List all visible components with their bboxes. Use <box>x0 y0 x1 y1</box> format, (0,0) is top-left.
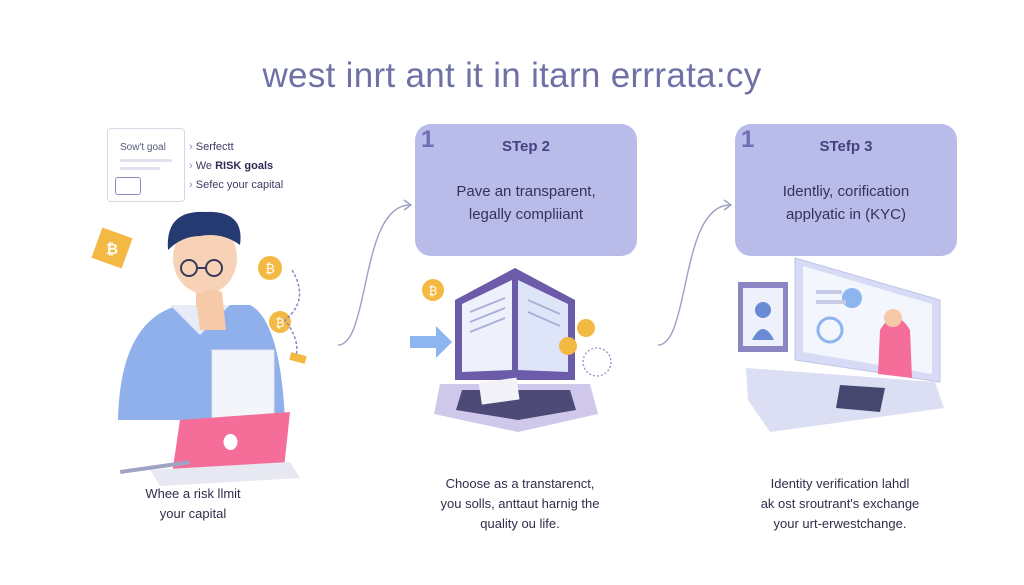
goal-item-highlight: RISK goals <box>215 160 274 172</box>
goal-list: Serfectt We RISK goals Sefec your capita… <box>189 138 283 195</box>
caption-line: quality ou life. <box>480 516 560 531</box>
bitcoin-coin-icon: ₿ <box>269 311 291 333</box>
goal-item: Sefec your capital <box>189 176 283 195</box>
caption-line: Whee a risk llmit <box>145 486 241 501</box>
step-title: STep 2 <box>501 138 551 155</box>
goal-card-line <box>120 159 172 162</box>
goal-card-label: Sow't goal <box>120 142 166 153</box>
step-3-caption: Identity verification lahdl ak ost srout… <box>735 474 945 534</box>
apple-logo-icon <box>223 434 238 450</box>
page-title: west inrt ant it in itarn errrata:cy <box>262 56 762 95</box>
caption-line: your urt-erwestchange. <box>773 516 907 531</box>
step-desc-line: applyatic in (KYC) <box>785 206 907 223</box>
step-desc-line: Identliy, corification <box>782 183 910 200</box>
goal-item: We RISK goals <box>189 157 283 176</box>
goal-item-prefix: We <box>195 160 216 172</box>
step-description: Identliy, corification applyatic in (KYC… <box>745 180 947 226</box>
connector-arrow-icon <box>337 204 411 346</box>
bitcoin-coin-icon: ₿ <box>91 227 133 269</box>
arrow-right-icon <box>410 326 452 358</box>
svg-text:₿: ₿ <box>106 241 118 258</box>
svg-text:₿: ₿ <box>429 284 438 298</box>
svg-text:₿: ₿ <box>265 261 275 276</box>
step-card-2: 1 STep 2 Pave an transparent, legally co… <box>415 124 637 256</box>
caption-line: your capital <box>159 506 227 521</box>
left-caption: Whee a risk llmit your capital <box>128 484 258 524</box>
bitcoin-coin-icon <box>422 279 444 301</box>
caption-line: you solls, anttaut harnig the <box>440 496 600 511</box>
step-desc-line: Pave an transparent, <box>456 183 596 200</box>
step-number: 1 <box>741 126 755 153</box>
kyc-laptop-illustration <box>738 257 944 432</box>
step-card-3: 1 STefp 3 Identliy, corification applyat… <box>735 124 957 256</box>
step-desc-line: legally compliiant <box>468 206 584 223</box>
step-2-caption: Choose as a transtarenct, you solls, ant… <box>410 474 630 534</box>
bitcoin-coin-icon: ₿ <box>258 256 282 280</box>
caption-line: Identity verification lahdl <box>770 476 910 491</box>
svg-text:₿: ₿ <box>276 316 285 330</box>
caption-line: ak ost sroutrant's exchange <box>760 496 920 511</box>
step-number: 1 <box>421 126 435 153</box>
chart-icon <box>115 177 141 195</box>
step-description: Pave an transparent, legally compliiant <box>425 180 627 226</box>
goal-item: Serfectt <box>189 138 283 157</box>
caption-line: Choose as a transtarenct, <box>445 476 595 491</box>
laptop-document-illustration: ₿ <box>410 268 612 432</box>
connector-arrow-icon <box>657 204 731 346</box>
goal-card-line <box>120 167 160 170</box>
person-illustration <box>118 211 300 486</box>
goal-card: Sow't goal <box>107 128 185 202</box>
step-title: STefp 3 <box>819 138 873 155</box>
